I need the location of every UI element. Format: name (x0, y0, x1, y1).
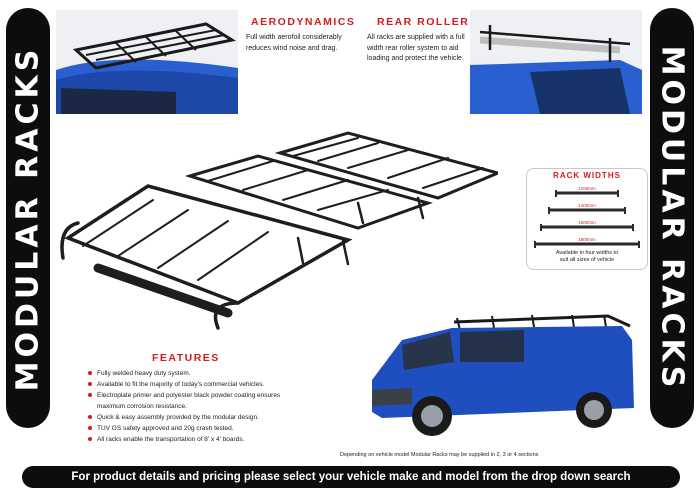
rack-width-bar: 1400mm (548, 203, 626, 214)
feature-item: TUV GS safety approved and 20g crash tes… (88, 423, 308, 434)
aerodynamics-text: Full width aerofoil considerably reduces… (246, 34, 342, 52)
feature-item-text: Quick & easy assembly provided by the mo… (97, 414, 259, 421)
rack-width-label: 1250mm (578, 186, 596, 191)
aerodynamics-photo (56, 10, 238, 114)
feature-item: Quick & easy assembly provided by the mo… (88, 412, 308, 423)
features-list: Fully welded heavy duty system. Available… (88, 368, 308, 445)
side-banner-right: MODULAR RACKS (650, 8, 694, 428)
bullet-icon (88, 437, 92, 441)
side-banner-right-text: MODULAR RACKS (654, 45, 690, 391)
rack-widths-title: RACK WIDTHS (553, 171, 621, 180)
rack-widths-panel: RACK WIDTHS 1250mm 1400mm 1600mm 1800mm Ava… (526, 168, 648, 270)
rack-widths-caption-line1: Available in four widths to (555, 250, 619, 256)
feature-item: Electroplate primer and polyester black … (88, 390, 308, 401)
features-title: FEATURES (152, 352, 220, 364)
feature-item: Fully welded heavy duty system. (88, 368, 308, 379)
bottom-banner-text: For product details and pricing please s… (71, 471, 631, 483)
bullet-icon (88, 415, 92, 419)
feature-item-text: Available to fit the majority of today's… (97, 381, 265, 388)
rack-width-label: 1800mm (578, 237, 596, 242)
feature-item-text: Electroplate primer and polyester black … (97, 392, 281, 399)
rack-width-bar: 1250mm (555, 186, 619, 197)
rack-width-bar: 1800mm (534, 237, 640, 248)
rack-widths-caption-line2: suit all sizes of vehicle (559, 257, 615, 263)
rear-roller-text: All racks are supplied with a full width… (367, 34, 465, 62)
feature-item-text: All racks enable the transportation of 8… (97, 436, 245, 443)
rack-widths-diagram: 1250mm 1400mm 1600mm 1800mm (534, 186, 640, 248)
feature-item-text: maximum corrosion resistance. (97, 403, 187, 410)
bullet-icon (88, 393, 92, 397)
rear-roller-title: REAR ROLLER (377, 16, 470, 28)
bullet-icon (88, 382, 92, 386)
modular-rack-sections (58, 128, 498, 343)
van-photo (342, 300, 640, 450)
bullet-icon (88, 426, 92, 430)
side-banner-left-text: MODULAR RACKS (10, 45, 46, 391)
side-banner-left: MODULAR RACKS (6, 8, 50, 428)
feature-item: maximum corrosion resistance. (88, 401, 308, 412)
feature-item: Available to fit the majority of today's… (88, 379, 308, 390)
aerodynamics-title: AERODYNAMICS (251, 16, 356, 28)
rack-width-label: 1400mm (578, 203, 596, 208)
rear-roller-photo (470, 10, 642, 114)
rack-widths-caption: Available in four widths to suit all siz… (527, 250, 647, 264)
bullet-icon (88, 371, 92, 375)
feature-item-text: Fully welded heavy duty system. (97, 370, 191, 377)
van-caption: Depending on vehicle model Modular Racks… (340, 452, 539, 458)
bottom-banner: For product details and pricing please s… (22, 466, 680, 488)
rack-width-bar: 1600mm (540, 220, 634, 231)
rack-width-label: 1600mm (578, 220, 596, 225)
feature-item-text: TUV GS safety approved and 20g crash tes… (97, 425, 234, 432)
feature-item: All racks enable the transportation of 8… (88, 434, 308, 445)
